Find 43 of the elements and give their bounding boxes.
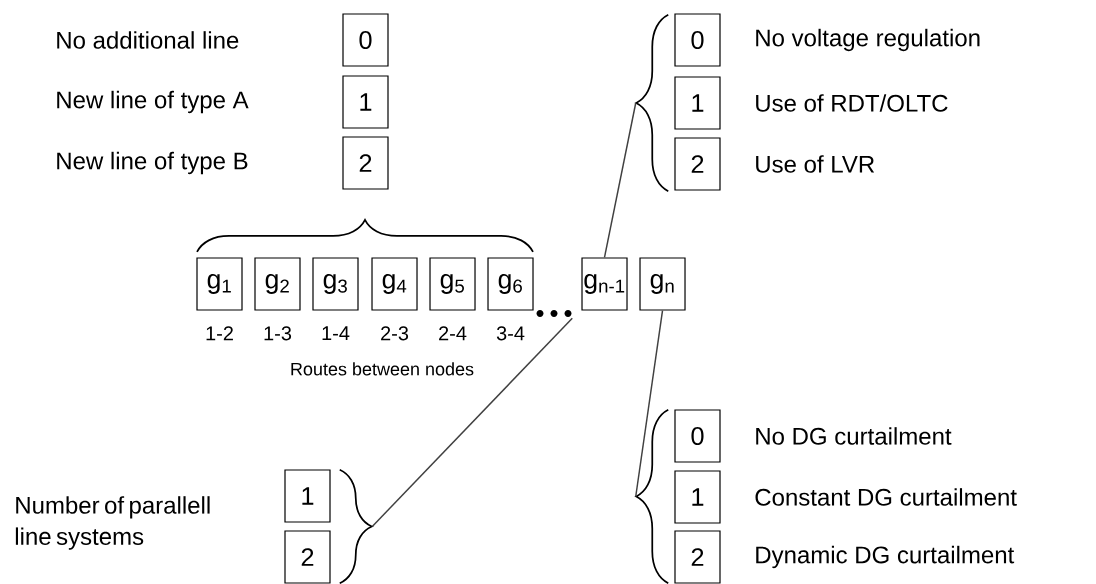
option-label: No DG curtailment xyxy=(756,427,952,445)
option-box: 2 xyxy=(342,136,389,190)
variable-box: g$_{2}$ xyxy=(254,257,301,311)
brace xyxy=(635,408,670,584)
option-label: Constant DG curtailment xyxy=(755,488,1017,506)
text-label: Routes between nodes xyxy=(291,362,474,376)
route-label: 2-3 xyxy=(381,326,409,341)
ellipsis-dots xyxy=(536,310,572,317)
option-label: Use of LVR xyxy=(756,155,875,173)
variable-box: g$_{5}$ xyxy=(429,257,476,311)
route-label: 1-4 xyxy=(322,326,350,340)
text-label: No additional line xyxy=(57,31,239,49)
route-label: 1-2 xyxy=(206,326,233,341)
variable-box: g$_{4}$ xyxy=(371,257,418,311)
route-label: 2-4 xyxy=(439,326,467,341)
route-label: 3-4 xyxy=(496,326,525,341)
option-box: 2 xyxy=(674,137,721,191)
option-box: 1 xyxy=(674,76,721,130)
variable-box: g$_{n-1}$ xyxy=(581,257,628,311)
option-box: 0 xyxy=(674,13,721,67)
option-box: 1 xyxy=(284,469,331,523)
text-label: New line of type B xyxy=(57,151,248,175)
text-label: New line of type A xyxy=(57,90,249,114)
brace xyxy=(635,13,670,193)
route-label: 1-3 xyxy=(264,326,292,341)
option-label: No voltage regulation xyxy=(756,28,980,52)
leader-line xyxy=(635,309,664,498)
text-label: Number of parallell line systems xyxy=(15,496,210,550)
variable-box: g$_{1}$ xyxy=(196,257,243,311)
leader-line xyxy=(371,317,573,528)
option-box: 2 xyxy=(284,530,331,584)
leader-line xyxy=(603,102,637,259)
brace xyxy=(338,468,373,584)
option-box: 1 xyxy=(674,470,721,524)
variable-box: g$_{3}$ xyxy=(312,257,359,311)
option-label: Use of RDT/OLTC xyxy=(756,94,948,112)
variable-box: g$_{n}$ xyxy=(639,257,686,311)
option-box: 2 xyxy=(674,530,721,584)
option-label: Dynamic DG curtailment xyxy=(756,545,1015,569)
option-box: 0 xyxy=(674,409,721,463)
option-box: 0 xyxy=(342,13,389,67)
variable-box: g$_{6}$ xyxy=(487,257,534,311)
option-box: 1 xyxy=(342,75,389,129)
